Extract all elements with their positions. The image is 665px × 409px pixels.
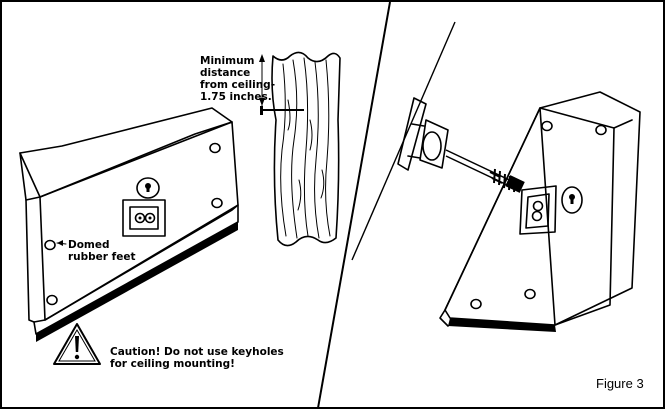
rubber-foot: [209, 142, 221, 154]
rubber-foot: [211, 197, 223, 209]
rubber-foot: [595, 124, 607, 136]
keyhole-plate: [561, 186, 583, 214]
mounting-screw: [260, 106, 304, 115]
wall-bracket: [397, 97, 449, 171]
keyhole-plate: [136, 177, 160, 199]
warning-icon: [53, 323, 101, 365]
caution-label: Caution! Do not use keyholes for ceiling…: [110, 346, 287, 370]
caution-line-1: Caution! Do not use keyholes: [110, 346, 284, 358]
terminal-block: [519, 185, 557, 235]
panel-divider: [317, 1, 391, 409]
domed-feet-line-1: Domed: [68, 239, 110, 251]
rubber-foot: [470, 298, 482, 310]
domed-feet-label: Domed rubber feet: [68, 239, 135, 263]
rubber-foot: [524, 288, 536, 300]
figure-caption: Figure 3: [596, 376, 644, 391]
ceiling-distance-line-2: distance: [200, 67, 250, 79]
speaker-ceiling-view: [19, 107, 239, 342]
rubber-foot: [541, 120, 553, 132]
ceiling-distance-line-1: Minimum: [200, 55, 255, 67]
terminal-block: [122, 199, 166, 237]
ceiling-joist: [271, 51, 341, 247]
ceiling-distance-line-4: 1.75 inches.: [200, 91, 272, 103]
distance-dimension-arrow: [259, 54, 265, 106]
speaker-wall-mounted: [439, 91, 641, 332]
rubber-foot: [46, 294, 58, 306]
ceiling-distance-line-3: from ceiling-: [200, 79, 275, 91]
ceiling-distance-label: Minimum distance from ceiling- 1.75 inch…: [200, 55, 279, 103]
domed-feet-line-2: rubber feet: [68, 251, 135, 263]
rubber-foot: [44, 239, 56, 251]
threaded-rod: [445, 149, 525, 193]
caution-line-2: for ceiling mounting!: [110, 358, 235, 370]
